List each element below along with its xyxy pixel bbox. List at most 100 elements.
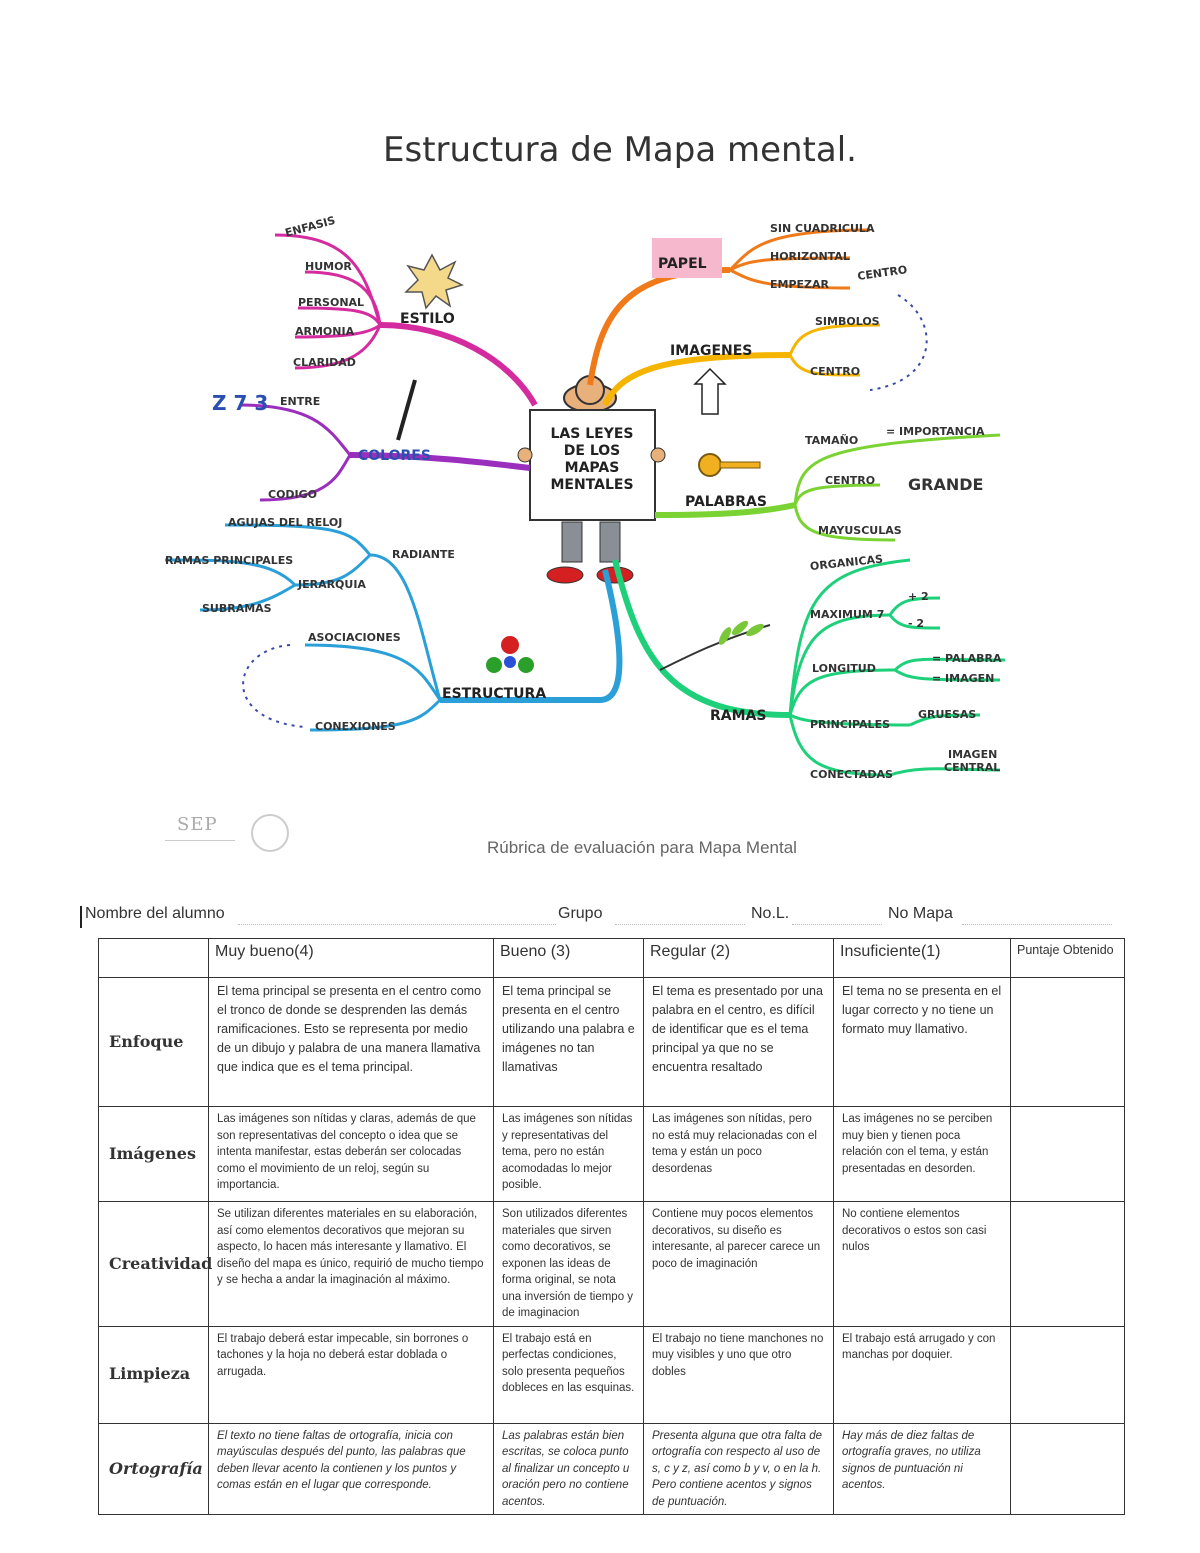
table-cell: El tema principal se presenta en el cent… [208, 977, 494, 1107]
estructura-label: ESTRUCTURA [442, 686, 546, 702]
map-label: No Mapa [888, 905, 953, 922]
score-cell[interactable] [1010, 977, 1125, 1107]
estilo-item: ENFASIS [284, 214, 337, 240]
ramas-item: LONGITUD [812, 662, 876, 675]
estilo-item: PERSONAL [298, 296, 364, 309]
palabras-branch [654, 433, 1001, 542]
ramas-item: GRUESAS [918, 708, 976, 721]
hand-cursor-icon [693, 367, 727, 415]
ramas-item: - 2 [908, 617, 924, 630]
student-name-label: Nombre del alumno [85, 905, 225, 922]
ramas-item: ORGANICAS [809, 552, 883, 573]
papel-item: EMPEZAR [770, 278, 830, 291]
dotted-connector [242, 644, 306, 728]
palabras-item: MAYUSCULAS [818, 524, 902, 537]
colores-label: COLORES [358, 448, 431, 464]
table-cell: Se utilizan diferentes materiales en su … [208, 1201, 494, 1327]
ramas-item: + 2 [908, 590, 929, 603]
criterion-cell: Imágenes [98, 1106, 209, 1202]
table-row: Creatividad Se utilizan diferentes mater… [98, 1201, 1125, 1327]
name-fill-line[interactable] [238, 923, 556, 925]
table-row: Ortografía El texto no tiene faltas de o… [98, 1422, 1125, 1515]
sep-logo-text: SEP [177, 814, 218, 835]
estructura-item: CONEXIONES [315, 720, 396, 733]
table-cell: El trabajo deberá estar impecable, sin b… [208, 1325, 494, 1424]
text-cursor [80, 906, 82, 928]
ramas-item: CENTRAL [944, 761, 1000, 774]
table-cell: Las imágenes son nítidas, pero no está m… [643, 1106, 834, 1202]
exclamation-burst-icon [404, 253, 464, 310]
table-row: Enfoque El tema principal se presenta en… [98, 977, 1125, 1107]
ramas-label: RAMAS [710, 708, 766, 724]
estructura-item: SUBRAMAS [202, 602, 272, 615]
table-cell: Presenta alguna que otra falta de ortogr… [643, 1422, 834, 1515]
branch-leaf-icon [659, 620, 771, 671]
table-header-cell: Puntaje Obtenido [1010, 938, 1125, 978]
score-cell[interactable] [1010, 1106, 1125, 1202]
seal-icon [251, 814, 289, 852]
estilo-label: ESTILO [400, 311, 455, 327]
colores-item: CODIGO [268, 488, 317, 501]
estructura-item: RADIANTE [392, 548, 455, 561]
criterion-cell: Enfoque [98, 977, 209, 1107]
table-header-row: Muy bueno(4) Bueno (3) Regular (2) Insuf… [98, 938, 1125, 978]
table-header-cell: Regular (2) [643, 938, 834, 978]
ramas-branch [612, 558, 1006, 777]
imagenes-item: SIMBOLOS [815, 315, 880, 328]
ramas-item: PRINCIPALES [810, 718, 890, 731]
colores-branch [239, 403, 531, 502]
rubric-title: Rúbrica de evaluación para Mapa Mental [487, 838, 797, 857]
table-cell: El trabajo está en perfectas condiciones… [493, 1325, 644, 1424]
papel-item: SIN CUADRICULA [770, 222, 875, 235]
ramas-item: = PALABRA [932, 652, 1002, 665]
table-cell: No contiene elementos decorativos o esto… [833, 1201, 1011, 1327]
mind-map-image: LAS LEYES DE LOS MAPAS MENTALES ESTILO E… [164, 214, 1006, 781]
table-cell: El trabajo no tiene manchones no muy vis… [643, 1325, 834, 1424]
criterion-cell: Ortografía [98, 1422, 209, 1515]
estilo-item: HUMOR [305, 260, 352, 273]
score-cell[interactable] [1010, 1201, 1125, 1327]
ramas-item: CONECTADAS [810, 768, 893, 781]
nol-fill-line[interactable] [792, 923, 882, 925]
estilo-branch [274, 233, 538, 407]
table-cell: Las imágenes son nítidas y claras, ademá… [208, 1106, 494, 1202]
score-cell[interactable] [1010, 1422, 1125, 1515]
table-header-cell: Bueno (3) [493, 938, 644, 978]
table-row: Imágenes Las imágenes son nítidas y clar… [98, 1106, 1125, 1202]
table-header-cell [98, 938, 209, 978]
papel-item: CENTRO [857, 263, 908, 283]
imagenes-label: IMAGENES [670, 343, 752, 359]
center-line-3: MAPAS [565, 460, 620, 476]
table-cell: Hay más de diez faltas de ortografía gra… [833, 1422, 1011, 1515]
estructura-item: ASOCIACIONES [308, 631, 401, 644]
molecule-icon [486, 636, 534, 673]
score-cell[interactable] [1010, 1325, 1125, 1424]
group-label: Grupo [558, 905, 603, 922]
colores-glyph: Z 7 3 [212, 391, 268, 415]
table-cell: El texto no tiene faltas de ortografía, … [208, 1422, 494, 1515]
papel-label: PAPEL [658, 256, 707, 272]
magic-wand-icon [396, 379, 417, 441]
criterion-cell: Limpieza [98, 1325, 209, 1424]
center-line-2: DE LOS [564, 443, 620, 459]
palabras-item: = IMPORTANCIA [886, 425, 985, 438]
estilo-item: CLARIDAD [293, 356, 356, 369]
estructura-item: JERARQUIA [297, 578, 366, 591]
table-cell: Contiene muy pocos elementos decorativos… [643, 1201, 834, 1327]
sep-logo: SEP [155, 812, 295, 852]
imagenes-item: CENTRO [810, 365, 860, 378]
group-fill-line[interactable] [615, 923, 745, 925]
papel-highlight [652, 238, 722, 278]
map-fill-line[interactable] [962, 923, 1112, 925]
table-cell: El trabajo está arrugado y con manchas p… [833, 1325, 1011, 1424]
palabras-label: PALABRAS [685, 494, 767, 510]
palabras-item: GRANDE [908, 475, 983, 494]
table-header-cell: Muy bueno(4) [208, 938, 494, 978]
table-header-cell: Insuficiente(1) [833, 938, 1011, 978]
table-cell: El tema principal se presenta en el cent… [493, 977, 644, 1107]
palabras-item: CENTRO [825, 474, 875, 487]
dotted-connector [869, 294, 928, 391]
estructura-branch [164, 523, 623, 732]
estilo-item: ARMONIA [295, 325, 355, 338]
table-cell: Las imágenes no se perciben muy bien y t… [833, 1106, 1011, 1202]
